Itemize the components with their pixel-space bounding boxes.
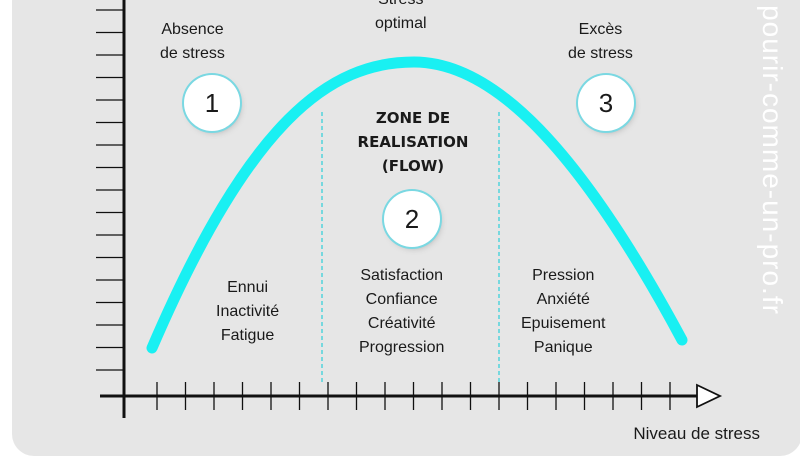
zone-2-badge: 2	[387, 194, 437, 244]
axis-ticks	[96, 9, 671, 410]
performance-curve	[146, 56, 688, 354]
zone-3-badge: 3	[581, 78, 631, 128]
optimal-label: Stressoptimal	[375, 0, 427, 32]
site-watermark: pourir-comme-un-pro.fr	[757, 5, 788, 315]
x-axis-label: Niveau de stress	[633, 424, 760, 443]
x-axis-arrow	[696, 383, 723, 409]
zone-1-badge: 1	[187, 78, 237, 128]
